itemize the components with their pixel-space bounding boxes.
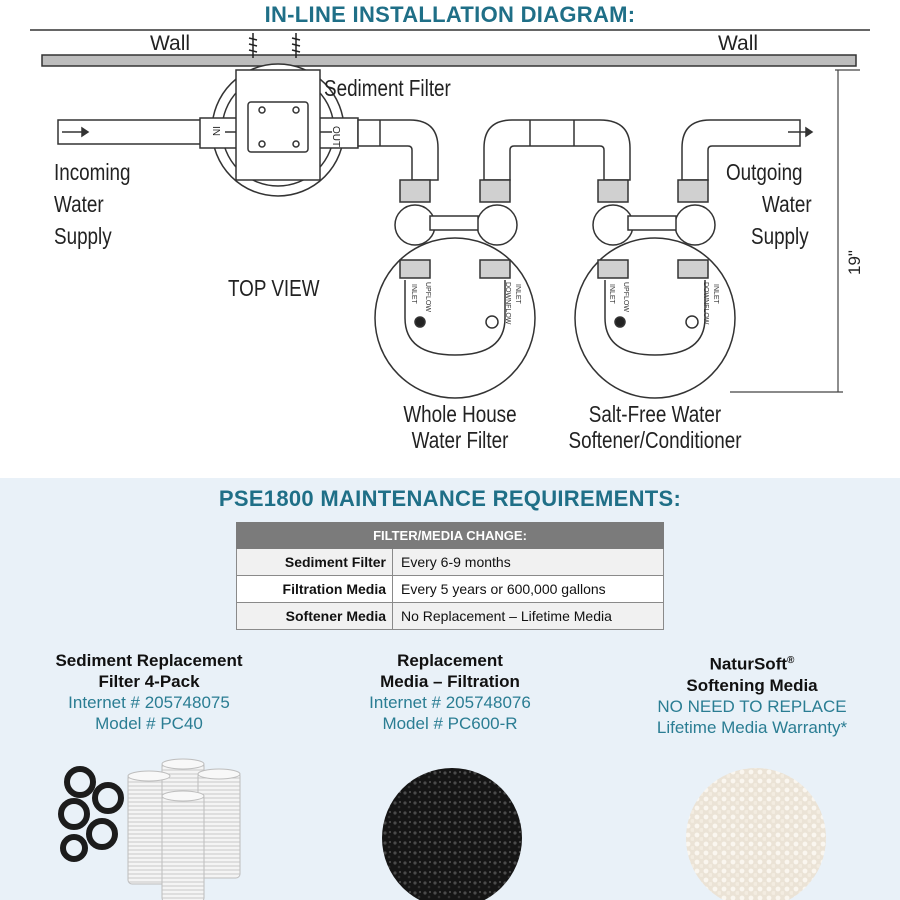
product-model-number: Model # PC600-R [382, 714, 518, 733]
outgoing-label-line1: Outgoing [726, 159, 803, 185]
tank2-label-line1: Salt-Free Water [588, 401, 722, 427]
row-value: No Replacement – Lifetime Media [392, 602, 664, 630]
tank2-inlet-label-a: INLET [608, 284, 615, 305]
row-label: Filtration Media [236, 575, 393, 603]
installation-diagram: Wall Wall 19" IN OUT [30, 29, 870, 399]
top-view-label: TOP VIEW [228, 275, 320, 301]
incoming-label-line2: Water [54, 191, 104, 217]
connecting-pipes [357, 119, 814, 181]
o-ring-icon [58, 766, 124, 862]
incoming-pipe [57, 119, 209, 145]
product-model-number: Model # PC40 [95, 714, 203, 733]
incoming-label-line3: Supply [54, 223, 112, 249]
sediment-filter-label: Sediment Filter [324, 75, 451, 101]
table-header: FILTER/MEDIA CHANGE: [236, 522, 664, 549]
row-label: Softener Media [236, 602, 393, 630]
maintenance-table: FILTER/MEDIA CHANGE: Sediment Filter Eve… [236, 522, 664, 630]
tank1-inlet-label-a: INLET [410, 284, 417, 305]
wall-beam [41, 54, 857, 67]
salt-free-softener-tank [574, 179, 736, 399]
outgoing-label-line2: Water [762, 191, 812, 217]
product-softening-media: NaturSoft® Softening Media NO NEED TO RE… [607, 650, 897, 738]
tank2-inlet-label-b: INLET [712, 284, 719, 305]
filtration-media-image [382, 768, 522, 900]
row-value: Every 5 years or 600,000 gallons [392, 575, 664, 603]
product-sediment-filter-pack: Sediment Replacement Filter 4-Pack Inter… [4, 650, 294, 734]
row-value: Every 6-9 months [392, 548, 664, 576]
softening-media-image [686, 768, 826, 900]
port-out-label: OUT [330, 126, 341, 147]
table-row: Softener Media No Replacement – Lifetime… [236, 602, 664, 630]
product-internet-number: Internet # 205748075 [68, 693, 230, 712]
tank1-label-line1: Whole House [403, 401, 517, 427]
whole-house-filter-tank [374, 179, 536, 399]
dimension-label: 19" [845, 250, 864, 275]
product-internet-number: Internet # 205748076 [369, 693, 531, 712]
tank1-downflow-label: DOWNFLOW [504, 282, 511, 325]
table-row: Filtration Media Every 5 years or 600,00… [236, 575, 664, 603]
product-name-line2: Softening Media [686, 675, 818, 695]
tank2-label-line2: Softener/Conditioner [568, 427, 742, 453]
tank1-label-line2: Water Filter [411, 427, 509, 453]
row-label: Sediment Filter [236, 548, 393, 576]
product-info-line2: Lifetime Media Warranty* [656, 717, 848, 737]
tank1-inlet-label-b: INLET [514, 284, 521, 305]
product-name-line1: NaturSoft® [709, 654, 795, 674]
sediment-filter-unit [199, 63, 359, 197]
product-name-line2: Media – Filtration [380, 672, 520, 691]
table-row: Sediment Filter Every 6-9 months [236, 548, 664, 576]
tank1-upflow-label: UPFLOW [424, 282, 431, 312]
screw-icon [248, 33, 301, 58]
wall-label-right: Wall [718, 32, 758, 55]
product-info-line1: NO NEED TO REPLACE [657, 696, 847, 716]
filter-cartridge-icon [127, 758, 241, 900]
product-name-line2: Filter 4-Pack [98, 672, 200, 691]
diagram-title: IN-LINE INSTALLATION DIAGRAM: [264, 2, 636, 27]
product-filtration-media: Replacement Media – Filtration Internet … [305, 650, 595, 734]
tank2-downflow-label: DOWNFLOW [702, 282, 709, 325]
tank2-upflow-label: UPFLOW [622, 282, 629, 312]
sediment-filter-pack-image [58, 758, 241, 900]
wall-label-left: Wall [150, 32, 190, 55]
port-in-label: IN [210, 126, 221, 136]
outgoing-label-line3: Supply [751, 223, 809, 249]
maintenance-title: PSE1800 MAINTENANCE REQUIREMENTS: [218, 486, 682, 511]
product-name-line1: Replacement [397, 651, 503, 670]
product-name-line1: Sediment Replacement [55, 651, 243, 670]
incoming-label-line1: Incoming [54, 159, 131, 185]
dimension-line [730, 69, 860, 393]
